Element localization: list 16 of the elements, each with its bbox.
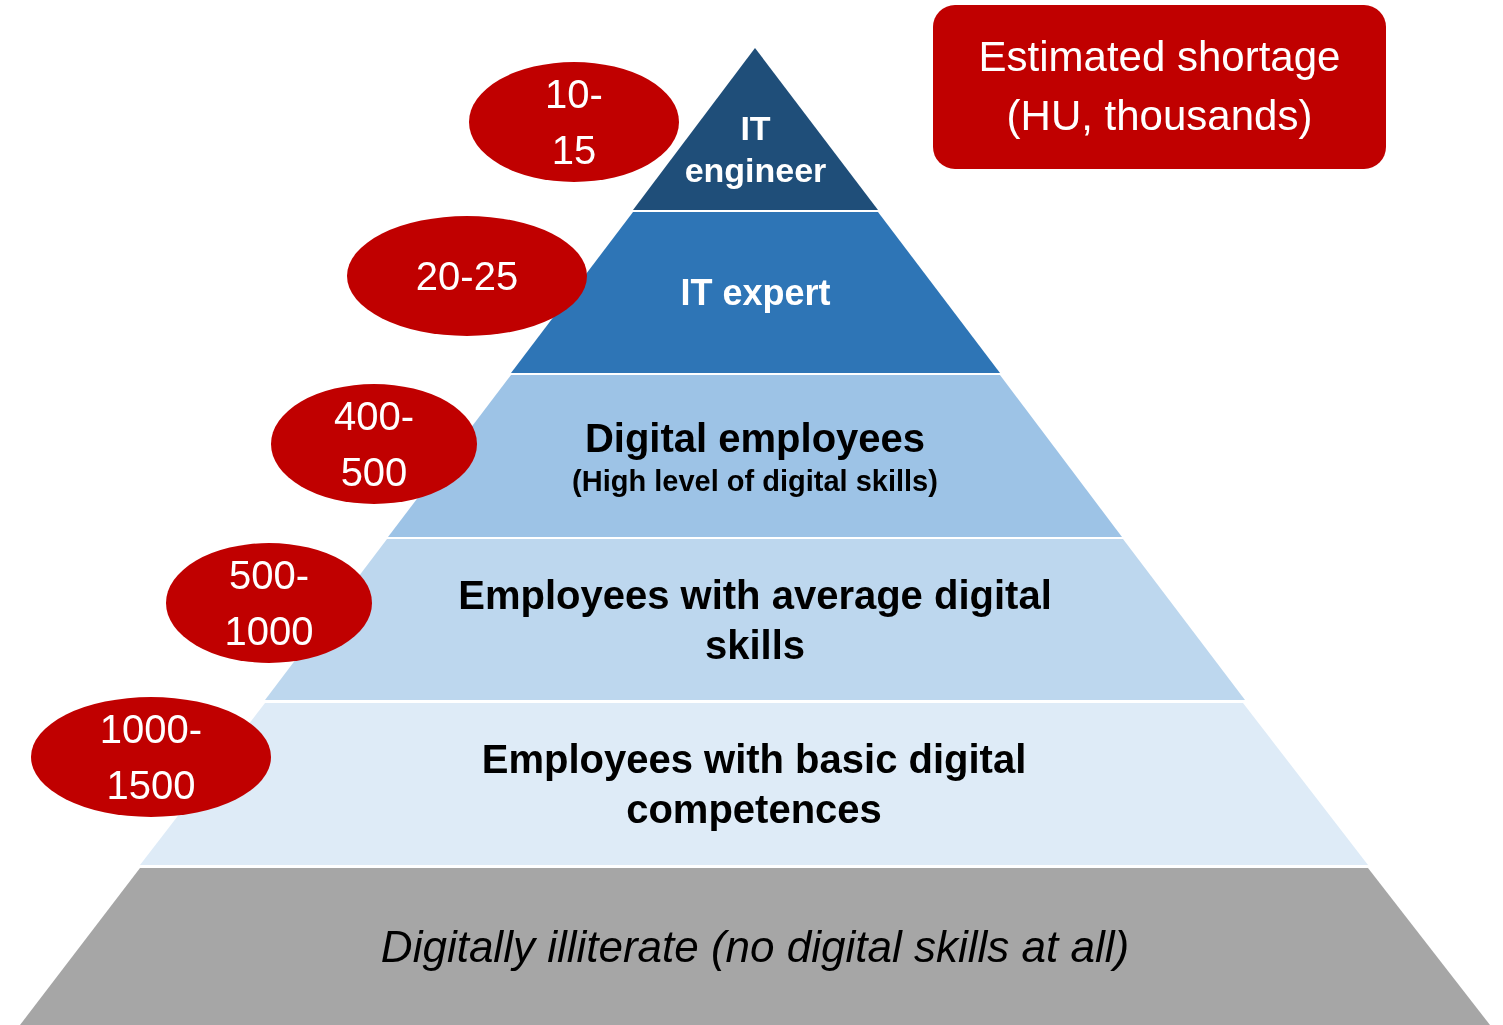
title-box xyxy=(933,5,1386,169)
level-label: Employees with average digital skills xyxy=(457,571,1053,669)
level-subtitle: (High level of digital skills) xyxy=(572,463,938,499)
level-label: Digital employees xyxy=(584,414,926,462)
shortage-value: 1000- 1500 xyxy=(98,706,204,809)
level-label: IT expert xyxy=(680,271,831,315)
shortage-value: 10- 15 xyxy=(544,71,604,174)
shortage-value: 20-25 xyxy=(415,253,519,300)
level-label: Digitally illiterate (no digital skills at all) xyxy=(380,921,1130,973)
pyramid-level xyxy=(633,48,878,210)
title-text: Estimated shortage (HU, thousands) xyxy=(977,32,1342,141)
shortage-value: 500- 1000 xyxy=(223,552,315,655)
level-label: IT engineer xyxy=(683,107,828,191)
shortage-value: 400- 500 xyxy=(332,393,416,496)
level-label: Employees with basic digital competences xyxy=(480,736,1028,833)
pyramid-level xyxy=(20,868,1490,1025)
